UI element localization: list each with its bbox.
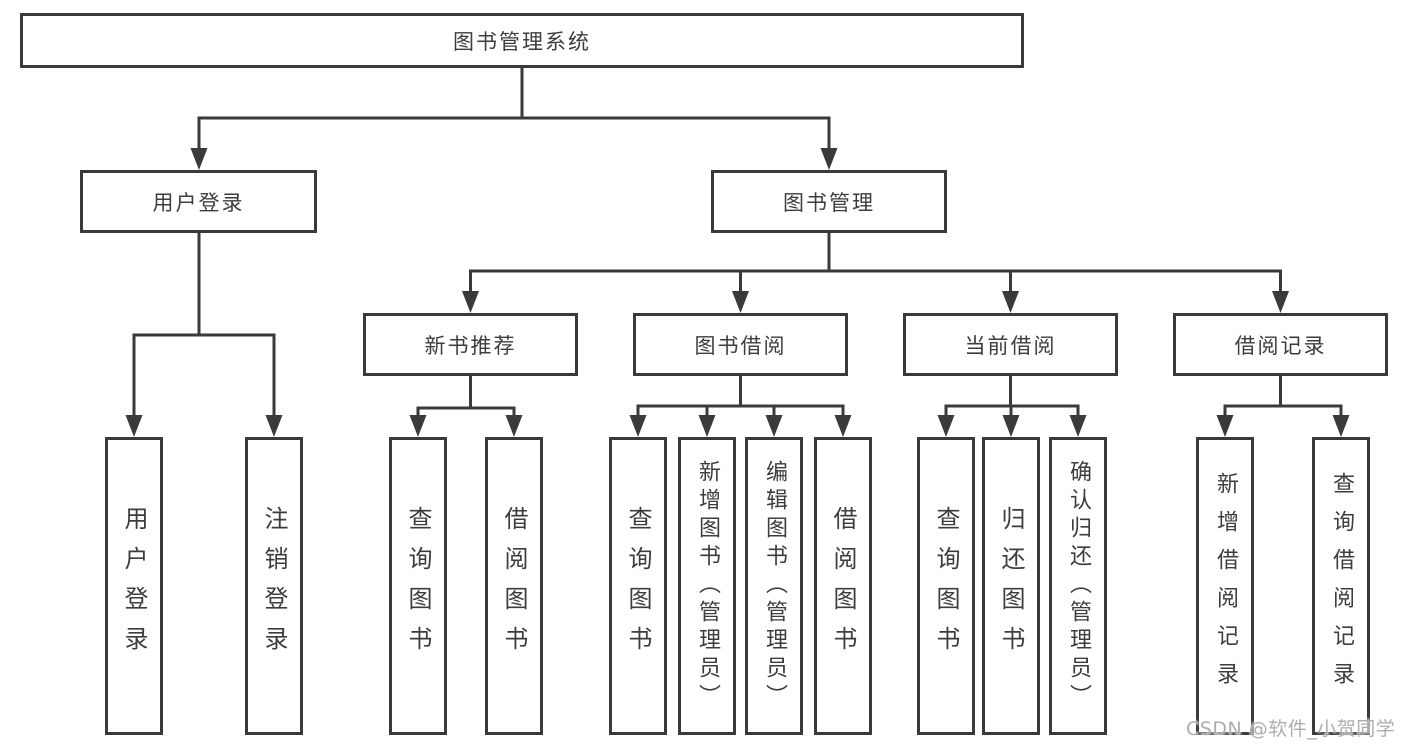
leaf-user-login-label: 用户登录 (120, 506, 148, 666)
node-borrowing-records-label: 借阅记录 (1234, 333, 1327, 358)
records-to-leaves-drop-0-arrowhead (1216, 415, 1234, 437)
leaf-current-query-books-label: 查询图书 (932, 506, 960, 666)
userlogin-to-leaves-drop-0-arrowhead (125, 415, 143, 437)
bookmgmt-to-level3-drop-3-arrowhead (1272, 291, 1289, 313)
leaf-logout: 注销登录 (245, 437, 303, 735)
records-to-leaves-drop-1-arrowhead (1332, 415, 1350, 437)
node-new-book-recommend-label: 新书推荐 (424, 333, 517, 358)
node-book-borrowing-label: 图书借阅 (694, 333, 787, 358)
leaf-borrowing-edit-books-admin: 编辑图书（管理员） (745, 437, 803, 735)
watermark: CSDN @软件_小贺同学 (1186, 718, 1396, 740)
leaf-borrowing-query-books: 查询图书 (609, 437, 667, 735)
leaf-borrowing-add-books-admin: 新增图书（管理员） (678, 437, 736, 735)
node-root-label: 图书管理系统 (453, 29, 591, 54)
node-current-borrowing: 当前借阅 (903, 313, 1118, 376)
leaf-records-query-record-label: 查询借阅记录 (1329, 472, 1354, 700)
borrowing-to-leaves-drop-1-arrowhead (698, 415, 716, 437)
root-to-level2-drop-0-arrowhead (190, 148, 208, 170)
bookmgmt-to-level3-drop-2-arrowhead (1002, 291, 1019, 313)
node-current-borrowing-label: 当前借阅 (964, 333, 1057, 358)
bookmgmt-to-level3-drop-0-arrowhead (462, 291, 479, 313)
leaf-logout-label: 注销登录 (260, 506, 288, 666)
current-to-leaves-drop-2-arrowhead (1069, 415, 1087, 437)
leaf-current-return-books-label: 归还图书 (997, 506, 1025, 666)
leaf-records-add-record-label: 新增借阅记录 (1213, 472, 1238, 700)
node-user-login: 用户登录 (80, 170, 317, 233)
recommend-to-leaves-drop-0-arrowhead (409, 415, 427, 437)
leaf-current-confirm-return-admin-label: 确认归还（管理员） (1066, 460, 1091, 712)
leaf-user-login: 用户登录 (105, 437, 163, 735)
node-root: 图书管理系统 (20, 13, 1024, 68)
leaf-current-return-books: 归还图书 (982, 437, 1040, 735)
leaf-borrowing-query-books-label: 查询图书 (624, 506, 652, 666)
node-book-management: 图书管理 (711, 170, 947, 233)
leaf-recommend-query-books-label: 查询图书 (404, 506, 432, 666)
leaf-borrowing-borrow-books-label: 借阅图书 (829, 506, 857, 666)
leaf-recommend-query-books: 查询图书 (389, 437, 447, 735)
borrowing-to-leaves-drop-2-arrowhead (765, 415, 783, 437)
node-book-management-label: 图书管理 (783, 190, 875, 215)
current-to-leaves-drop-0-arrowhead (937, 415, 955, 437)
root-to-level2-drop-1-arrowhead (820, 148, 838, 170)
userlogin-to-leaves-drop-1-arrowhead (265, 415, 283, 437)
leaf-borrowing-edit-books-admin-label: 编辑图书（管理员） (762, 460, 787, 712)
current-to-leaves-drop-1-arrowhead (1002, 415, 1020, 437)
leaf-records-add-record: 新增借阅记录 (1196, 437, 1254, 735)
leaf-recommend-borrow-books-label: 借阅图书 (500, 506, 528, 666)
leaf-borrowing-add-books-admin-label: 新增图书（管理员） (695, 460, 720, 712)
leaf-borrowing-borrow-books: 借阅图书 (814, 437, 872, 735)
leaf-current-confirm-return-admin: 确认归还（管理员） (1049, 437, 1107, 735)
leaf-current-query-books: 查询图书 (917, 437, 975, 735)
node-user-login-label: 用户登录 (152, 190, 245, 215)
node-new-book-recommend: 新书推荐 (363, 313, 578, 376)
bookmgmt-to-level3-drop-1-arrowhead (732, 291, 749, 313)
leaf-records-query-record: 查询借阅记录 (1312, 437, 1370, 735)
leaf-recommend-borrow-books: 借阅图书 (485, 437, 543, 735)
node-book-borrowing: 图书借阅 (633, 313, 848, 376)
borrowing-to-leaves-drop-3-arrowhead (834, 415, 852, 437)
recommend-to-leaves-drop-1-arrowhead (505, 415, 523, 437)
borrowing-to-leaves-drop-0-arrowhead (629, 415, 647, 437)
node-borrowing-records: 借阅记录 (1173, 313, 1388, 376)
